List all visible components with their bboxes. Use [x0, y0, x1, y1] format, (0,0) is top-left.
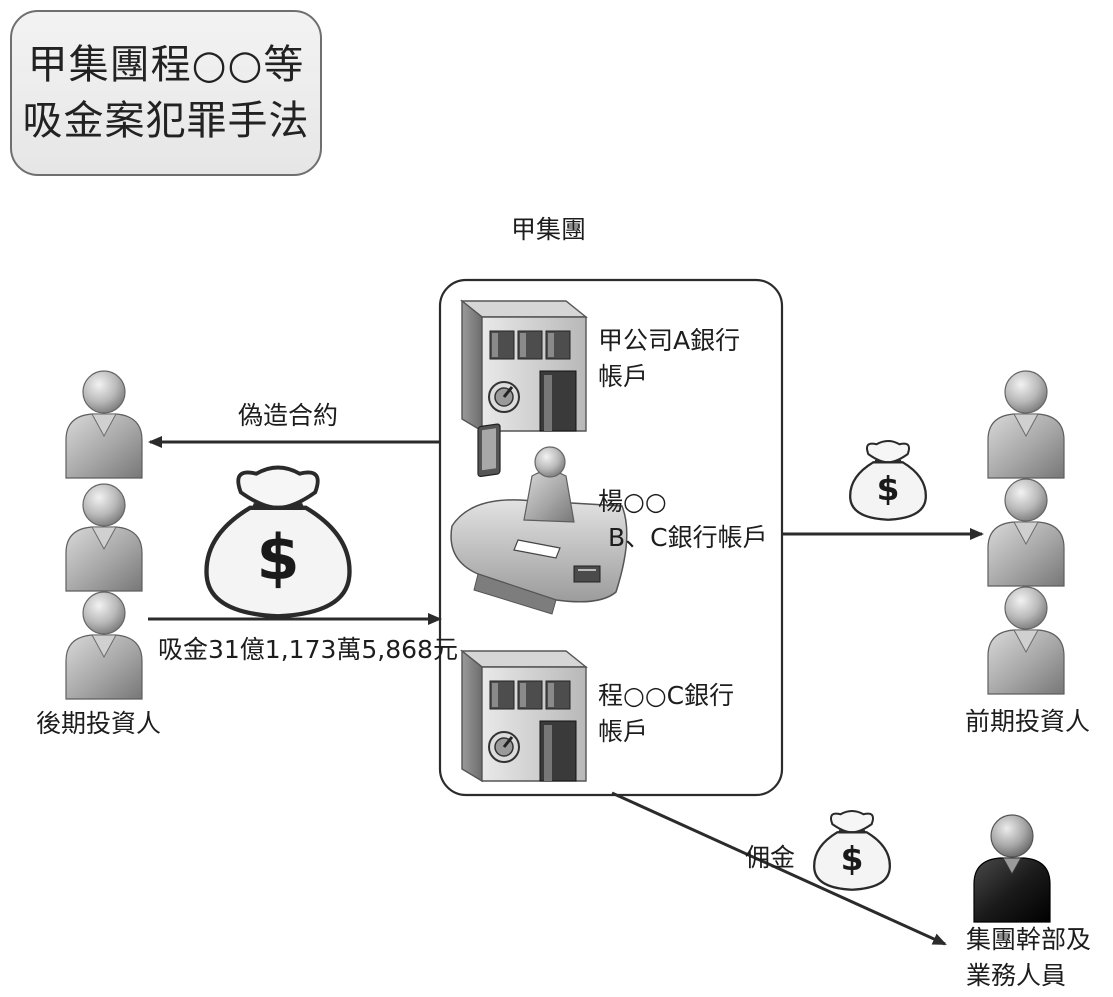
bank-building-icon — [460, 649, 588, 783]
person-icon — [65, 591, 143, 700]
person-icon — [65, 370, 143, 479]
yang-accounts-label: B、C銀行帳戶 — [608, 523, 768, 552]
money-bag-icon — [813, 809, 891, 891]
diagram-title: 甲集團程○○等 吸金案犯罪手法 — [22, 42, 310, 144]
yang-label: 楊○○ — [598, 487, 667, 516]
title-box: 甲集團程○○等 吸金案犯罪手法 — [10, 10, 322, 176]
company-a-account-label: 甲公司A銀行 帳戶 — [598, 326, 741, 391]
person-icon — [65, 483, 143, 592]
desk-worker-icon — [450, 423, 628, 615]
forged-contract-label: 偽造合約 — [238, 401, 339, 430]
person-icon — [987, 478, 1065, 587]
bank-building-icon — [460, 299, 588, 433]
money-bag-icon — [207, 468, 350, 617]
earlier-investors-label: 前期投資人 — [965, 707, 1091, 736]
later-investors-label: 後期投資人 — [36, 709, 162, 738]
cheng-account-label: 程○○C銀行 帳戶 — [598, 681, 735, 746]
group-label: 甲集團 — [511, 215, 587, 244]
staff-person-icon — [973, 814, 1051, 923]
commission-label: 佣金 — [745, 843, 796, 872]
person-icon — [987, 370, 1065, 479]
staff-label: 集團幹部及 業務人員 — [966, 925, 1092, 990]
person-icon — [987, 586, 1065, 695]
raised-funds-label: 吸金31億1,173萬5,868元 — [158, 635, 458, 664]
commission-arrow — [611, 791, 947, 946]
money-bag-icon — [849, 439, 927, 521]
